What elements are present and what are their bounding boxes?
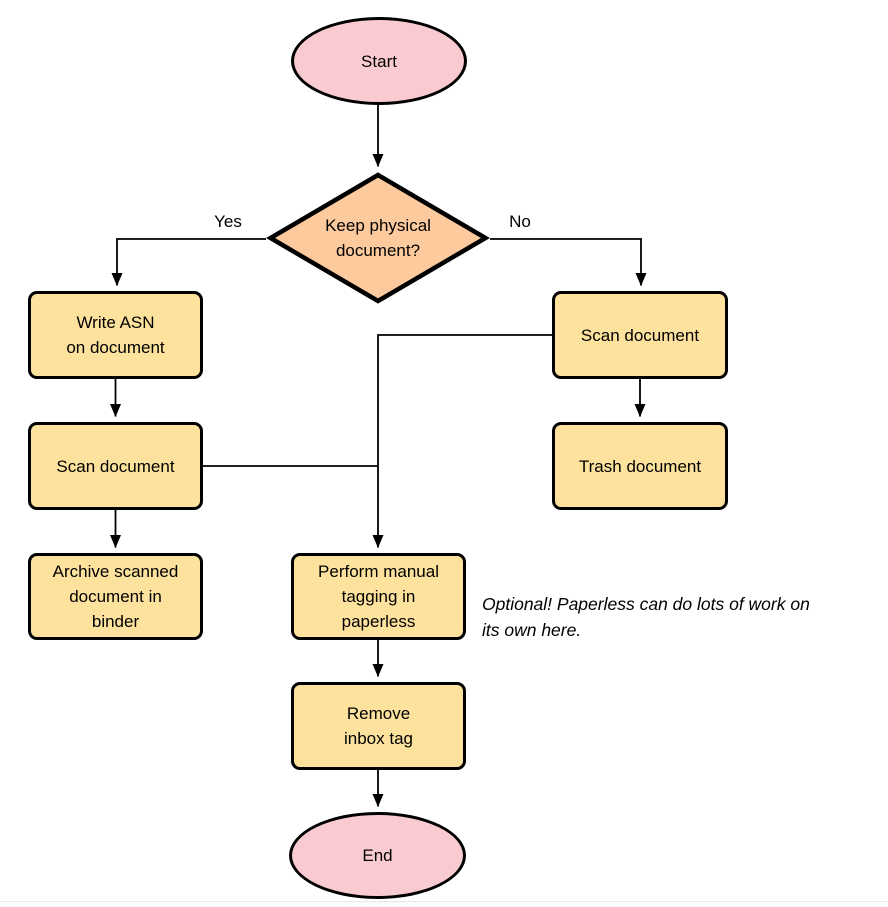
- node-scan-document-left-label: Scan document: [56, 456, 175, 476]
- node-scan-document-right-label: Scan document: [580, 325, 700, 345]
- edge-decision-no-to-scan-right: [490, 238, 647, 286]
- node-write-asn-on-document: Write ASN on document: [28, 291, 203, 379]
- page-bottom-margin: [0, 902, 888, 907]
- annotation-optional-note: Optional! Paperless can do lots of work …: [482, 594, 810, 640]
- node-trash-label: Trash document: [578, 456, 702, 476]
- edge-scan-right-to-tagging: [372, 334, 552, 548]
- edge-decision-yes-to-write-asn: [111, 238, 266, 286]
- node-write-asn-label: Write ASN on document: [66, 313, 165, 357]
- node-start-label: Start: [361, 51, 397, 71]
- node-perform-manual-tagging: Perform manual tagging in paperless: [291, 553, 466, 640]
- page-bottom-divider: [0, 901, 888, 902]
- node-remove-inbox-tag: Remove inbox tag: [291, 682, 466, 770]
- node-end-label: End: [362, 846, 393, 865]
- node-decision-keep-physical-document: Keep physical document?: [266, 171, 490, 305]
- edge-label-no: No: [509, 212, 531, 231]
- edge-label-yes: Yes: [214, 212, 242, 231]
- node-archive-label: Archive scanned document in binder: [52, 562, 179, 631]
- node-end: End: [289, 812, 466, 899]
- node-trash-document: Trash document: [552, 422, 728, 510]
- node-scan-document-right: Scan document: [552, 291, 728, 379]
- node-decision-label: Keep physical document?: [325, 216, 431, 260]
- node-archive-scanned-document: Archive scanned document in binder: [28, 553, 203, 640]
- node-tagging-label: Perform manual tagging in paperless: [318, 562, 439, 631]
- node-remove-inbox-label: Remove inbox tag: [344, 704, 413, 748]
- node-scan-document-left: Scan document: [28, 422, 203, 510]
- diamond-shape: [266, 172, 490, 304]
- node-start: Start: [291, 17, 467, 105]
